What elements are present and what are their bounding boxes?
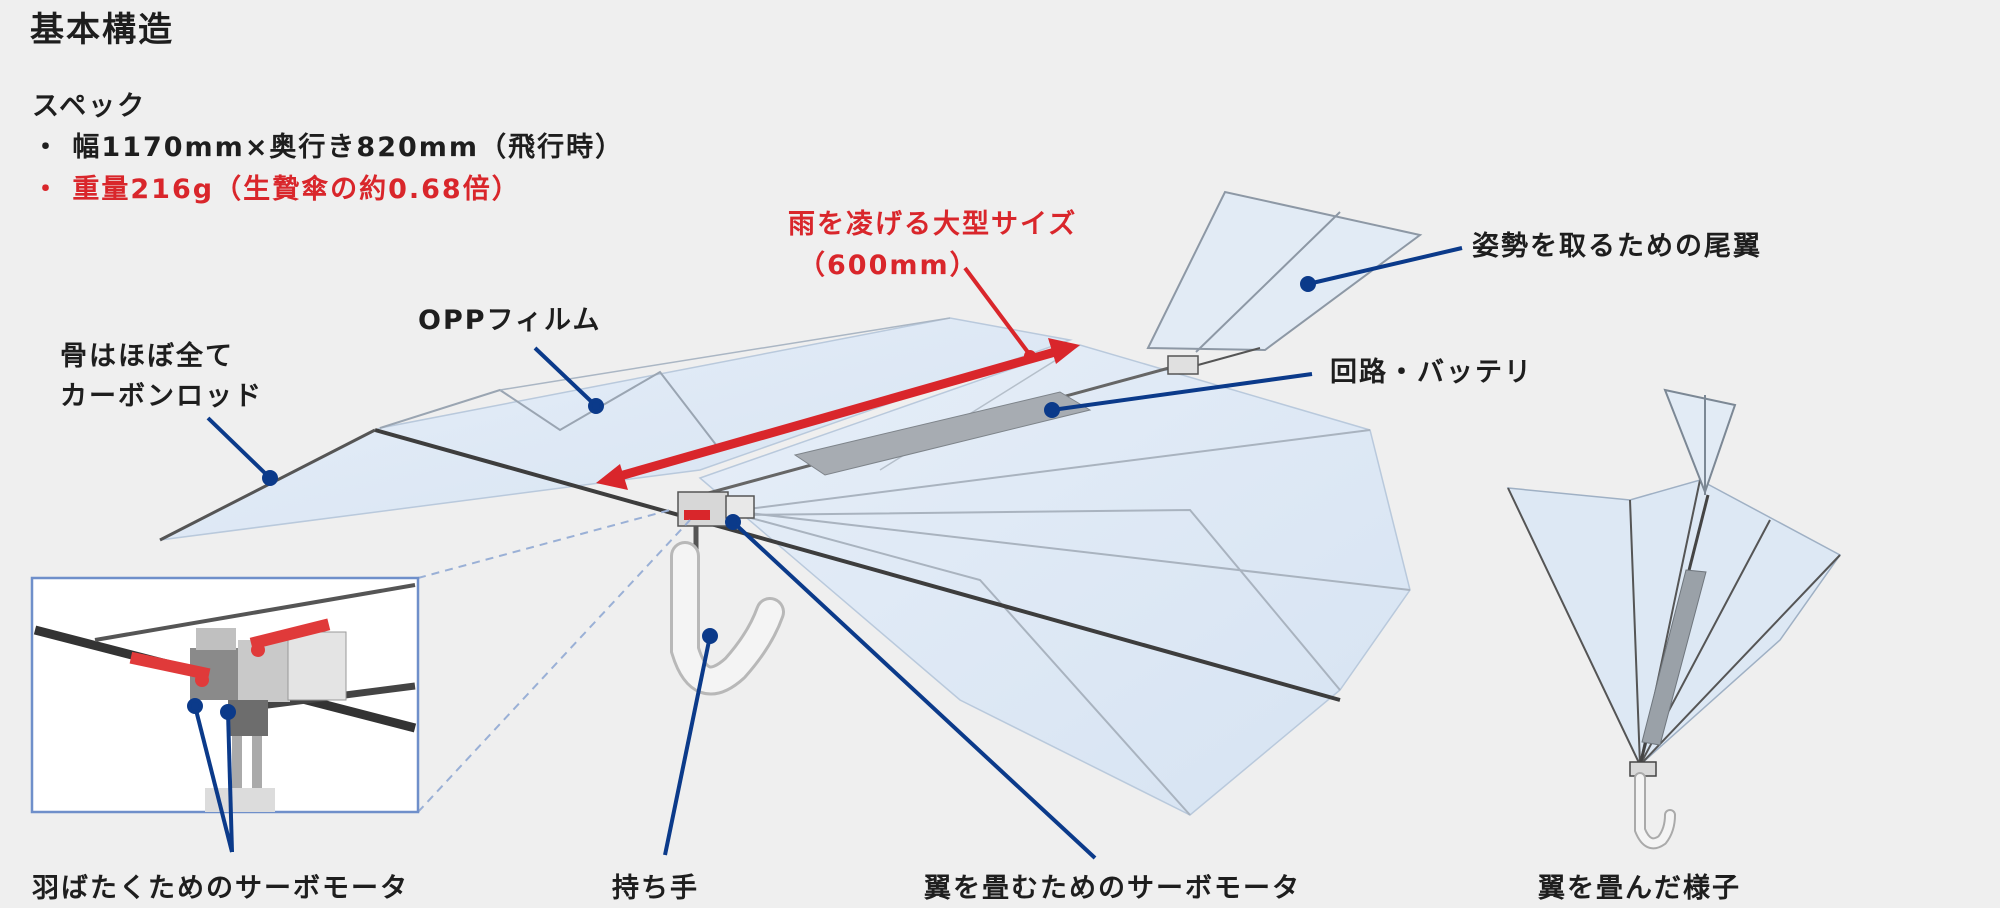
- label-circuit: 回路・バッテリ: [1330, 357, 1533, 388]
- leader-lines: [187, 246, 1463, 860]
- label-bones-line1: 骨はほぼ全て: [60, 341, 234, 372]
- label-size-line2: （600mm）: [798, 250, 979, 281]
- spec-heading: スペック: [32, 91, 147, 122]
- spec-dimensions: ・ 幅1170mm×奥行き820mm（飛行時）: [32, 132, 625, 163]
- folded-umbrella: [1506, 388, 1842, 850]
- label-fold-servo: 翼を畳むためのサーボモータ: [924, 873, 1301, 904]
- detail-inset: [30, 509, 691, 814]
- battery-board: [793, 391, 1092, 476]
- label-flap-servo: 羽ばたくためのサーボモータ: [32, 873, 409, 904]
- tail-wing: [1146, 190, 1423, 375]
- spec-weight: ・ 重量216g（生贄傘の約0.68倍）: [32, 174, 521, 205]
- label-folded: 翼を畳んだ様子: [1538, 873, 1741, 904]
- size-arrow: [596, 266, 1080, 490]
- label-size-line1: 雨を凌げる大型サイズ: [788, 209, 1078, 240]
- label-opp-film: OPPフィルム: [418, 305, 602, 336]
- label-bones-line2: カーボンロッド: [60, 381, 263, 412]
- label-tail: 姿勢を取るための尾翼: [1472, 231, 1762, 262]
- center-hub: [677, 491, 755, 556]
- page-title: 基本構造: [30, 10, 174, 50]
- label-handle: 持ち手: [612, 873, 699, 904]
